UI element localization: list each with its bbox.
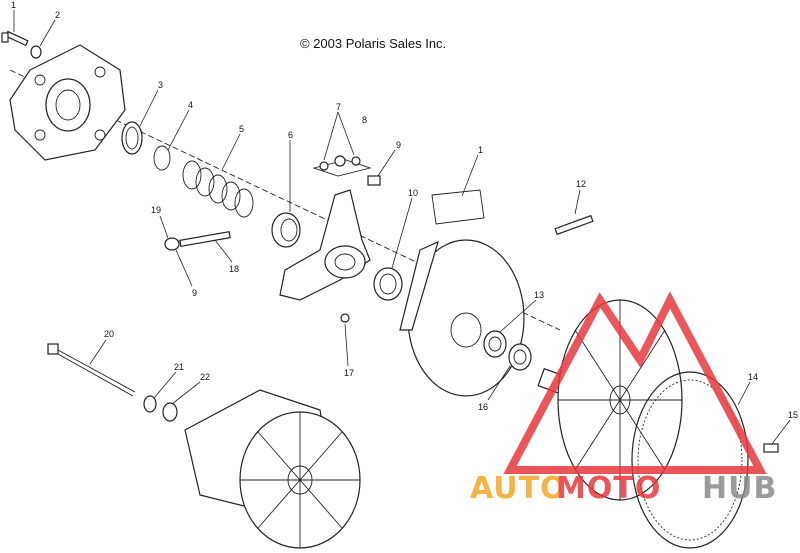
part-bushing-3 xyxy=(121,121,143,155)
callout-10: 10 xyxy=(408,188,418,198)
part-washer-16 xyxy=(508,343,532,371)
part-nuts-7-8 xyxy=(312,155,372,177)
callout-1b: 1 xyxy=(478,145,483,155)
part-pin-head-19 xyxy=(164,237,180,251)
part-bolt-20 xyxy=(47,343,136,397)
part-fixed-sheave xyxy=(537,299,683,501)
callout-6: 6 xyxy=(288,130,293,140)
part-nut-17 xyxy=(340,313,350,323)
watermark-logo: AUTO MOTO HUB xyxy=(470,291,777,506)
part-spacer-10 xyxy=(373,267,403,301)
callout-21: 21 xyxy=(174,362,184,372)
callout-14: 14 xyxy=(748,372,758,382)
callout-13: 13 xyxy=(534,290,544,300)
part-bolt-12 xyxy=(554,214,594,236)
watermark-moto: MOTO xyxy=(556,471,661,506)
callout-3: 3 xyxy=(158,80,163,90)
part-bolt-9a xyxy=(367,175,381,186)
part-nut-22 xyxy=(162,402,178,422)
callout-8: 8 xyxy=(362,115,367,125)
callout-12: 12 xyxy=(576,179,586,189)
callout-20: 20 xyxy=(104,329,114,339)
part-washer-2 xyxy=(30,45,42,59)
watermark-hub: HUB xyxy=(702,471,777,506)
part-washer-21 xyxy=(143,395,157,413)
callout-22: 22 xyxy=(200,372,210,382)
part-bolt-15 xyxy=(763,443,779,453)
part-washer-13 xyxy=(483,330,507,358)
part-spider-arm xyxy=(279,189,371,301)
part-label-1 xyxy=(431,189,485,225)
callout-2: 2 xyxy=(55,10,60,20)
copyright-notice: © 2003 Polaris Sales Inc. xyxy=(300,36,447,51)
callout-16: 16 xyxy=(478,402,488,412)
part-ring-4 xyxy=(153,145,171,171)
callout-9b: 9 xyxy=(192,288,197,298)
part-spring-5 xyxy=(182,160,254,218)
watermark-auto: AUTO xyxy=(470,471,567,506)
callout-19: 19 xyxy=(151,205,161,215)
part-pin-18 xyxy=(179,231,231,247)
callout-5: 5 xyxy=(239,124,244,134)
callout-4: 4 xyxy=(188,100,193,110)
leader-lines xyxy=(13,10,791,445)
part-ring-gear-14 xyxy=(631,371,749,549)
callout-18: 18 xyxy=(229,264,239,274)
callout-9a: 9 xyxy=(396,140,401,150)
callout-17: 17 xyxy=(344,368,354,378)
callout-15: 15 xyxy=(788,410,798,420)
part-clutch-assembly xyxy=(184,389,361,549)
callout-1a: 1 xyxy=(11,0,16,10)
part-bolt-1 xyxy=(1,30,29,47)
part-roller-6 xyxy=(271,212,301,248)
part-cover-plate xyxy=(9,44,126,161)
callout-7: 7 xyxy=(336,102,341,112)
callout-numbers: 1 2 3 4 5 6 7 8 9 10 1 12 13 14 15 16 17… xyxy=(11,0,798,420)
